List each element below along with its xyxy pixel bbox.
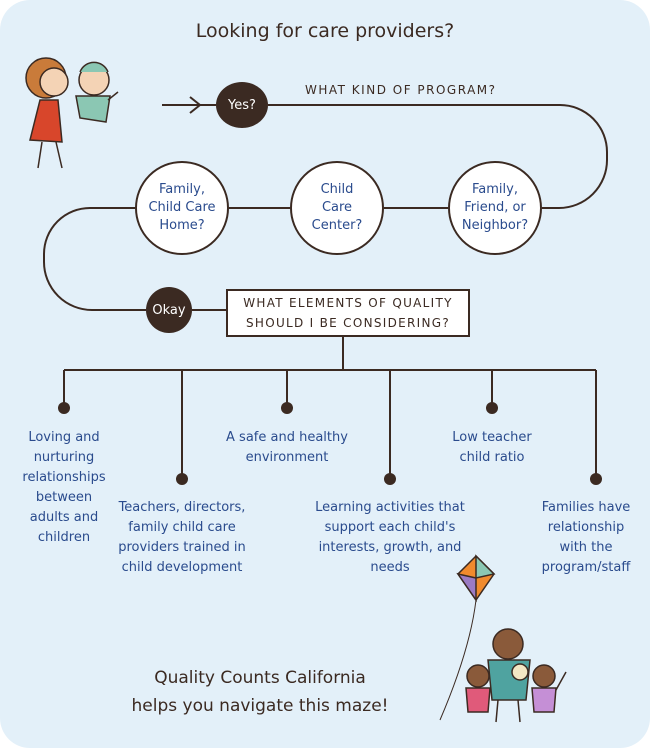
option-family-friend-neighbor: Family, Friend, or Neighbor? bbox=[448, 161, 542, 255]
option-line: Neighbor? bbox=[461, 218, 529, 233]
option-line: Friend, or bbox=[464, 200, 526, 215]
quality-question-line: SHOULD I BE CONSIDERING? bbox=[245, 316, 451, 330]
element-line: A safe and healthy bbox=[226, 430, 348, 445]
footer-message: Quality Counts California helps you navi… bbox=[120, 664, 400, 720]
option-line: Family, bbox=[472, 182, 518, 197]
element-dot-2 bbox=[176, 473, 188, 485]
option-line: Family, bbox=[159, 182, 205, 197]
element-line: Low teacher bbox=[452, 430, 532, 445]
quality-element-safe-environment: A safe and healthy environment bbox=[212, 428, 362, 468]
element-line: support each child's bbox=[324, 520, 456, 535]
footer-line: Quality Counts California bbox=[154, 668, 366, 688]
element-line: family child care bbox=[128, 520, 236, 535]
option-family-child-care-home: Family, Child Care Home? bbox=[135, 161, 229, 255]
element-line: children bbox=[37, 530, 91, 545]
element-line: relationships bbox=[22, 470, 106, 485]
quality-element-teacher-ratio: Low teacher child ratio bbox=[432, 428, 552, 468]
element-line: Learning activities that bbox=[315, 500, 465, 515]
element-line: nurturing bbox=[33, 450, 95, 465]
footer-line: helps you navigate this maze! bbox=[131, 696, 389, 716]
page-title: Looking for care providers? bbox=[195, 20, 455, 42]
option-line: Center? bbox=[311, 218, 363, 233]
element-line: interests, growth, and bbox=[318, 540, 462, 555]
element-line: providers trained in bbox=[118, 540, 246, 555]
parent-child-illustration bbox=[25, 57, 119, 169]
element-line: child ratio bbox=[459, 450, 525, 465]
option-line: Care bbox=[321, 200, 353, 215]
quality-question-box: WHAT ELEMENTS OF QUALITY SHOULD I BE CON… bbox=[226, 289, 470, 337]
quality-element-family-relationship: Families have relationship with the prog… bbox=[526, 498, 646, 578]
element-line: adults and bbox=[29, 510, 99, 525]
element-line: Teachers, directors, bbox=[118, 500, 246, 515]
element-line: between bbox=[35, 490, 93, 505]
program-question: WHAT KIND OF PROGRAM? bbox=[305, 83, 497, 97]
element-line: environment bbox=[245, 450, 329, 465]
element-dot-4 bbox=[384, 473, 396, 485]
element-dot-6 bbox=[590, 473, 602, 485]
element-line: relationship bbox=[547, 520, 625, 535]
okay-node: Okay bbox=[146, 287, 192, 333]
quality-element-loving-relationships: Loving and nurturing relationships betwe… bbox=[4, 428, 124, 548]
element-line: Loving and bbox=[28, 430, 100, 445]
element-line: Families have bbox=[541, 500, 631, 515]
option-line: Home? bbox=[159, 218, 205, 233]
option-line: Child bbox=[320, 182, 354, 197]
yes-node: Yes? bbox=[216, 82, 268, 128]
option-line: Child Care bbox=[148, 200, 216, 215]
kite-family-illustration bbox=[439, 554, 567, 723]
element-line: needs bbox=[370, 560, 410, 575]
element-dot-5 bbox=[486, 402, 498, 414]
element-dot-1 bbox=[58, 402, 70, 414]
yes-node-label: Yes? bbox=[228, 97, 256, 113]
okay-node-label: Okay bbox=[152, 302, 186, 318]
quality-element-trained-providers: Teachers, directors, family child care p… bbox=[108, 498, 256, 578]
element-line: program/staff bbox=[541, 560, 631, 575]
element-dot-3 bbox=[281, 402, 293, 414]
element-line: with the bbox=[559, 540, 613, 555]
quality-question-line: WHAT ELEMENTS OF QUALITY bbox=[243, 296, 453, 310]
quality-element-learning-activities: Learning activities that support each ch… bbox=[300, 498, 480, 578]
element-line: child development bbox=[121, 560, 243, 575]
option-child-care-center: Child Care Center? bbox=[290, 161, 384, 255]
